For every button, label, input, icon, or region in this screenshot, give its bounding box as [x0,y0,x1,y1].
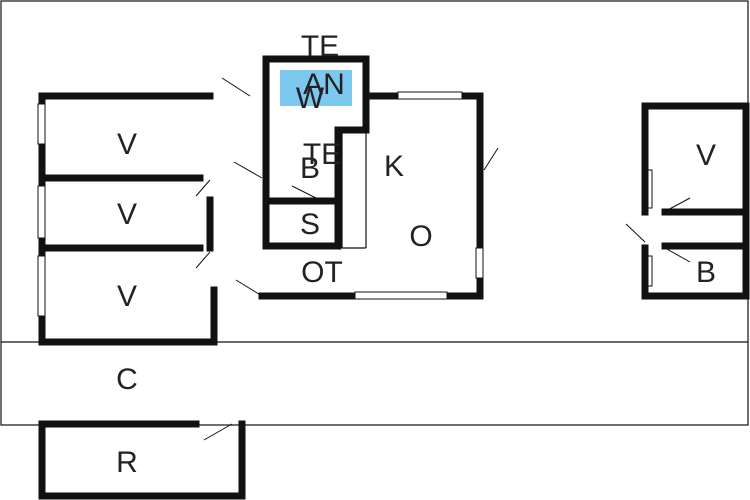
room-label-o: O [409,220,432,253]
living-walls [258,92,484,300]
highlighted-room [280,70,352,106]
right-annex-walls [641,102,750,300]
room-label-v2: V [117,198,137,231]
door-swings [195,77,691,441]
storage-walls [38,420,246,500]
room-label-w: W [296,82,325,115]
room-label-s: S [300,208,320,241]
room-label-ot: OT [301,256,343,289]
room-label-te2: TE [303,138,341,171]
site-outline [0,0,749,426]
room-label-r: R [116,446,138,479]
room-label-k: K [384,150,404,183]
room-label-v4: V [696,139,716,172]
room-label-c: C [116,363,138,396]
room-label-te1: TE [301,30,339,63]
room-label-an: AN [303,68,345,101]
room-label-v1: V [117,128,137,161]
room-label-b2: B [696,256,716,289]
room-label-v3: V [117,280,137,313]
room-label-b1: B [300,152,320,185]
core-walls [262,55,399,250]
